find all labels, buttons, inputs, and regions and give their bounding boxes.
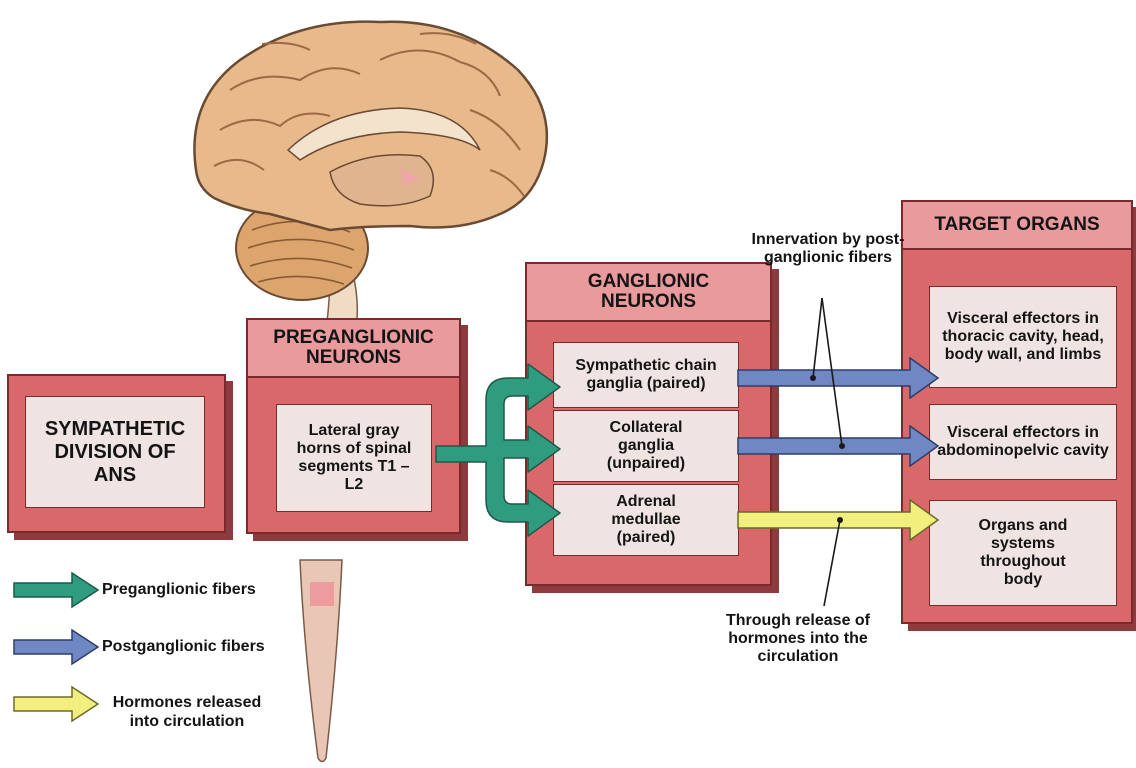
- legend-preganglionic-label: Preganglionic fibers: [102, 580, 256, 599]
- legend-arrow-postganglionic: [14, 630, 98, 664]
- legend-arrow-hormones: [14, 687, 98, 721]
- postganglionic-arrow-1: [738, 358, 938, 398]
- innervation-annotation: Innervation by post- ganglionic fibers: [748, 231, 908, 267]
- legend-arrow-preganglionic: [14, 573, 98, 607]
- preganglionic-arrow: [436, 364, 560, 536]
- hormone-release-annotation: Through release of hormones into the cir…: [700, 612, 896, 666]
- legend-postganglionic-label: Postganglionic fibers: [102, 637, 265, 656]
- legend-hormones-label: Hormones released into circulation: [102, 693, 272, 731]
- postganglionic-arrow-2: [738, 426, 938, 466]
